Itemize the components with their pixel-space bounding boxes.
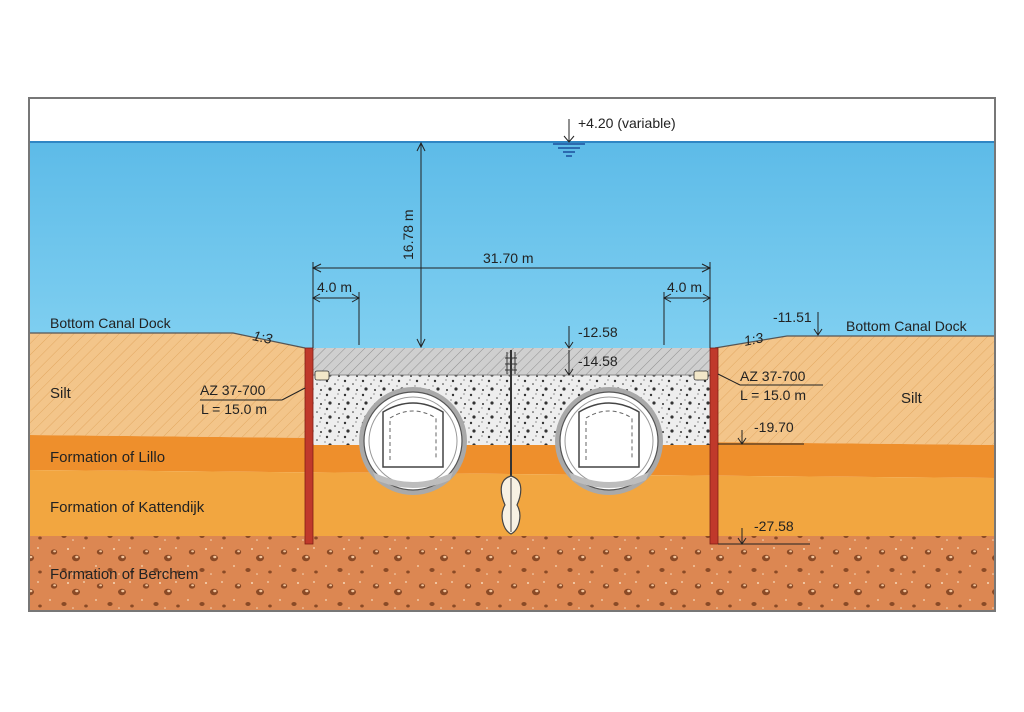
width-label: 31.70 m xyxy=(483,250,534,266)
sheet-pile-left-type: AZ 37-700 xyxy=(200,382,266,398)
sheet-pile-left xyxy=(304,347,314,545)
sheet-pile-right-length: L = 15.0 m xyxy=(740,387,806,403)
water-level-label: +4.20 (variable) xyxy=(578,115,676,131)
level-arrow-icon xyxy=(564,312,823,545)
berchem-layer xyxy=(29,536,995,611)
tunnel-tube-left xyxy=(359,387,467,495)
level-top-cover: -12.58 xyxy=(578,324,618,340)
bottom-canal-left-label: Bottom Canal Dock xyxy=(50,315,172,331)
level-top-concrete: -14.58 xyxy=(578,353,618,369)
right-offset-dimension xyxy=(662,292,712,345)
canal-bottom-line xyxy=(29,332,995,349)
right-offset-label: 4.0 m xyxy=(667,279,702,295)
level-pile-toe: -27.58 xyxy=(754,518,794,534)
sky-band xyxy=(29,98,995,142)
depth-dimension xyxy=(416,141,426,349)
bottom-canal-right-label: Bottom Canal Dock xyxy=(846,318,968,334)
width-dimension xyxy=(311,262,712,348)
sheet-pile-right-leader xyxy=(717,373,823,386)
silt-left-label: Silt xyxy=(50,385,72,402)
sheet-pile-right-type: AZ 37-700 xyxy=(740,368,806,384)
sheet-pile-left-leader xyxy=(200,387,306,401)
left-offset-dimension xyxy=(311,292,361,345)
kattendijk-label: Formation of Kattendijk xyxy=(50,499,205,516)
anchor-block-left xyxy=(314,370,330,381)
water-level-icon xyxy=(553,119,585,157)
berchem-label: Formation of Berchem xyxy=(50,566,198,583)
slope-left: 1:3 xyxy=(251,327,274,347)
sheet-pile-right xyxy=(709,347,719,545)
anchor-block-right xyxy=(693,370,709,381)
diagram-frame xyxy=(28,97,996,612)
sheet-pile-left-length: L = 15.0 m xyxy=(201,401,267,417)
depth-label: 16.78 m xyxy=(400,209,416,260)
level-bottom-concrete: -19.70 xyxy=(754,419,794,435)
left-offset-label: 4.0 m xyxy=(317,279,352,295)
level-canal-bottom-right: -11.51 xyxy=(773,309,812,325)
central-anchor xyxy=(500,350,522,535)
silt-right-label: Silt xyxy=(901,390,923,407)
lillo-label: Formation of Lillo xyxy=(50,449,165,466)
tunnel-tube-right xyxy=(555,387,663,495)
slope-right: 1:3 xyxy=(742,329,765,349)
